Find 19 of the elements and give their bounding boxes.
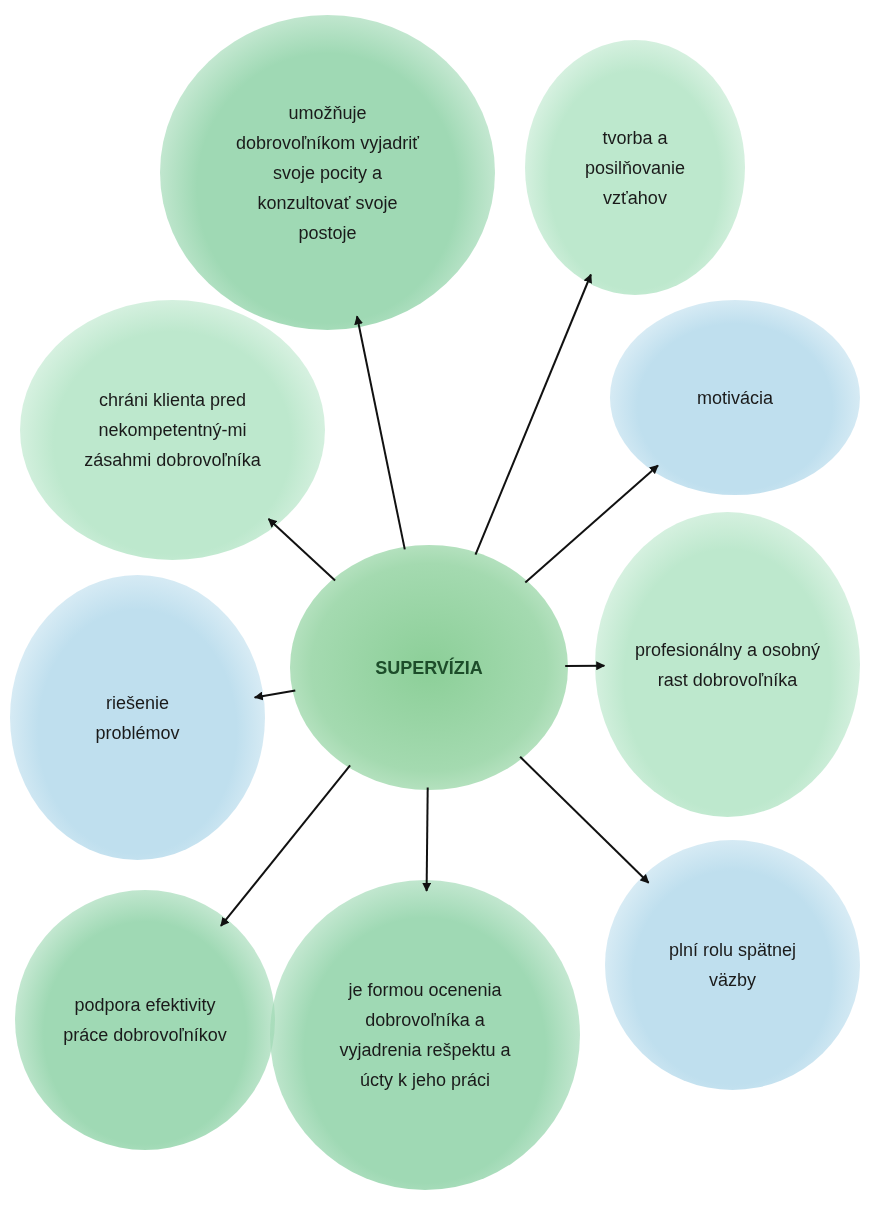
node-text: tvorba a posilňovanie vzťahov <box>583 126 687 210</box>
node-text: SUPERVÍZIA <box>374 656 484 680</box>
arrow <box>474 273 592 556</box>
node-text: motivácia <box>696 386 774 410</box>
node-text: je formou ocenenia dobrovoľníka a vyjadrenia rešpektu a úcty k jeho práci <box>338 979 512 1092</box>
arrow <box>564 661 606 671</box>
arrow <box>354 315 406 551</box>
arrow <box>219 764 352 927</box>
arrow <box>253 689 297 701</box>
arrow <box>422 786 432 892</box>
node-text: plní rolu spätnej väzby <box>667 939 798 992</box>
node-text: riešenie problémov <box>94 691 181 745</box>
node-text: profesionálny a osobný rast dobrovoľníka <box>633 638 822 692</box>
arrow <box>519 755 650 884</box>
arrow <box>267 517 337 582</box>
arrow <box>524 464 659 584</box>
node-text: umožňuje dobrovoľníkom vyjadriť svoje pocity a konzultovať svoje postoje <box>234 101 421 245</box>
node-text: podpora efektivity práce dobrovoľníkov <box>62 994 228 1047</box>
node-text: chráni klienta pred nekompetentný-mi zásahmi dobrovoľníka <box>83 389 262 472</box>
